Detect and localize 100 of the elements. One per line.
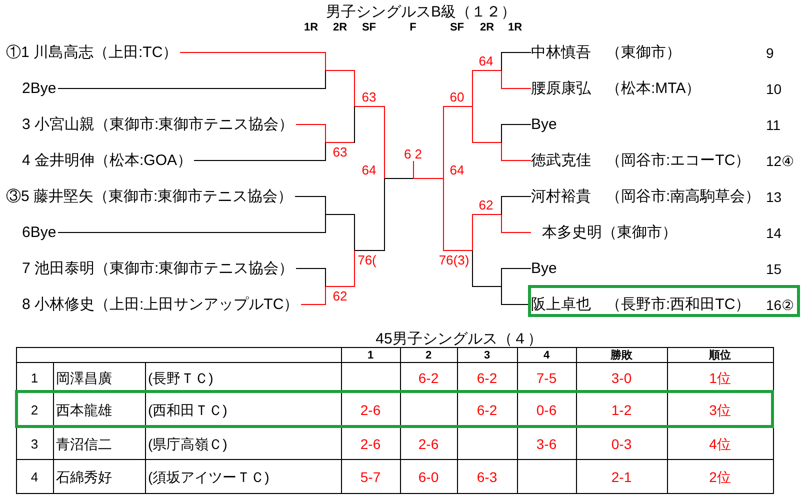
bracket-line: [502, 160, 532, 161]
match-score: 2-6: [360, 402, 381, 416]
match-score: 2-6: [360, 436, 381, 450]
bracket-line: [180, 52, 326, 53]
round-header: SF: [362, 22, 376, 34]
player-entry: 本多史明（東御市）: [542, 225, 677, 241]
match-score: 6-3: [476, 470, 498, 484]
round-header: 1R: [508, 22, 522, 34]
win-loss-record: 0-3: [611, 436, 632, 450]
bracket-line: [326, 70, 354, 71]
player-name: 西本龍雄: [56, 402, 112, 416]
highlight-frame: [528, 285, 800, 317]
player-name: 岡澤昌廣: [56, 370, 112, 384]
bracket-line: [472, 70, 502, 71]
bracket-line: [414, 178, 444, 179]
bracket-line: [444, 106, 472, 107]
column-header: 2: [425, 350, 432, 361]
player-name: 石綿秀好: [56, 470, 112, 484]
row-number: 1: [30, 371, 38, 384]
final-rank: 1位: [709, 370, 731, 384]
bracket-line: [384, 178, 414, 179]
final-rank: 3位: [709, 402, 731, 416]
bracket-line: [296, 268, 326, 269]
player-entry: 4 金井明伸（松本:GOA）: [22, 153, 192, 169]
draw-number: 13: [766, 189, 782, 205]
bracket-line: [325, 196, 326, 233]
round-header: 2R: [480, 22, 494, 34]
match-score: 63: [332, 146, 348, 158]
match-score: 64: [450, 164, 464, 176]
bracket-line: [194, 160, 326, 161]
player-entry: 3 小宮山親（東御市:東御市テニス協会）: [22, 117, 294, 133]
draw-number: 16②: [766, 297, 795, 313]
player-entry: 8 小林修史（上田:上田サンアップルTC）: [22, 297, 299, 313]
bracket-line: [300, 304, 326, 305]
player-entry: 中林慎吾 （東御市）: [531, 45, 681, 61]
bracket-line: [472, 214, 473, 287]
bracket-line: [354, 106, 384, 107]
club-name: (県庁高嶺Ｃ): [148, 436, 228, 450]
bracket-line: [413, 160, 414, 180]
player-entry: 2Bye: [22, 81, 56, 97]
player-entry: 7 池田泰明（東御市:東御市テニス協会）: [22, 261, 294, 277]
club-name: (長野ＴＣ): [148, 370, 214, 384]
match-score: 2-6: [418, 436, 439, 450]
player-entry: 6Bye: [22, 225, 56, 241]
round-header: 1R: [304, 22, 318, 34]
player-entry: 徳武克佳 （岡谷市:エコーTC）: [531, 153, 750, 169]
column-header: 3: [484, 350, 490, 361]
bracket-line: [326, 214, 354, 215]
bracket-line: [502, 196, 532, 197]
row-number: 2: [30, 403, 38, 416]
bracket-line: [472, 286, 502, 287]
match-score: 3-6: [536, 436, 557, 450]
match-score: 60: [450, 90, 464, 104]
match-score: 64: [478, 54, 494, 68]
bracket-line: [384, 106, 385, 251]
match-score: 6-2: [476, 370, 498, 384]
player-entry: 阪上卓也 （長野市:西和田TC）: [531, 297, 750, 313]
bracket-line: [501, 196, 502, 233]
player-entry: Bye: [531, 117, 557, 133]
bracket-line: [472, 142, 502, 143]
bracket-line: [354, 70, 355, 143]
round-header: F: [410, 22, 416, 34]
draw-number: 14: [766, 225, 782, 241]
win-loss-record: 1-2: [611, 402, 632, 416]
column-header: 1: [367, 350, 374, 361]
draw-title: 男子シングルスB級（１２）: [326, 4, 516, 20]
bracket-line: [58, 88, 326, 89]
player-entry: 腰原康弘 （松本:MTA）: [531, 81, 701, 97]
match-score: 6 2: [404, 148, 422, 160]
match-score: 76(: [358, 254, 376, 266]
bracket-line: [444, 250, 472, 251]
bracket-line: [501, 268, 502, 305]
bracket-line: [326, 142, 354, 143]
match-score: 62: [478, 198, 494, 212]
match-score: 64: [362, 164, 376, 176]
bracket-line: [502, 124, 532, 125]
player-entry: 河村裕貴 （岡谷市:南高駒草会）: [531, 189, 760, 205]
round-header: 2R: [332, 22, 348, 34]
draw-number: 11: [766, 117, 781, 133]
draw-number: 10: [766, 81, 782, 97]
bracket-line: [501, 52, 502, 89]
draw-number: 9: [766, 45, 774, 61]
round-header: SF: [450, 22, 464, 34]
bracket-line: [58, 232, 326, 233]
club-name: (西和田ＴＣ): [148, 402, 228, 416]
bracket-line: [354, 214, 355, 287]
bracket-line: [501, 124, 502, 161]
match-score: 6-0: [418, 470, 439, 484]
bracket-line: [502, 232, 532, 233]
match-score: 5-7: [360, 470, 381, 484]
bracket-line: [502, 304, 528, 305]
bracket-line: [502, 88, 532, 89]
player-entry: ①1 川島高志（上田:TC）: [6, 45, 178, 61]
bracket-line: [472, 214, 502, 215]
win-loss-record: 2-1: [611, 470, 632, 484]
match-score: 76(3): [438, 254, 470, 266]
match-score: 63: [362, 90, 376, 104]
row-number: 3: [30, 437, 38, 450]
player-entry: Bye: [531, 261, 557, 277]
column-header: 順位: [709, 350, 731, 361]
